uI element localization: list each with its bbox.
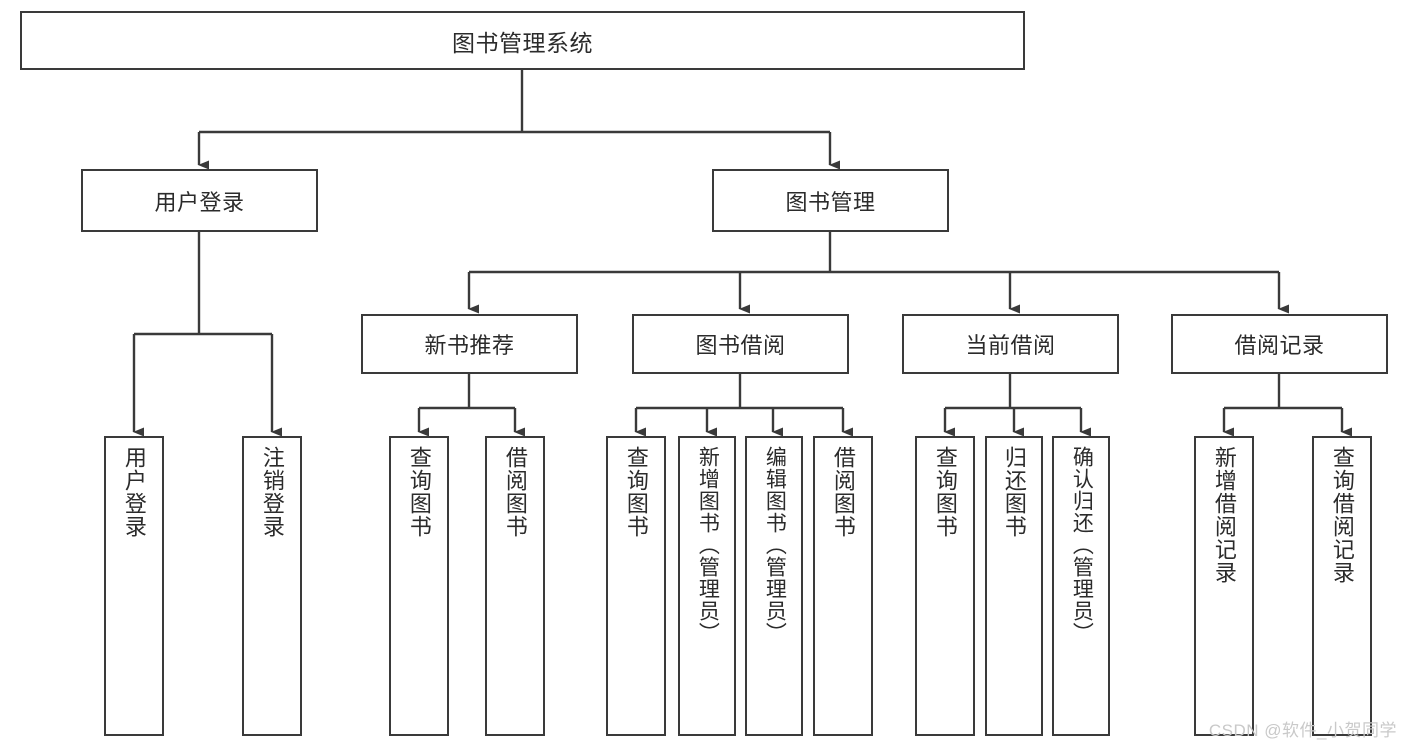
node-current-borrow[interactable]: 当前借阅 [902, 314, 1119, 374]
node-book-management[interactable]: 图书管理 [712, 169, 949, 232]
node-label: 查询图书 [623, 446, 649, 538]
node-label: 借阅图书 [502, 446, 528, 538]
node-label: 确认归还（管理员） [1070, 446, 1094, 644]
node-label: 查询借阅记录 [1329, 446, 1355, 584]
leaf-add-book-admin[interactable]: 新增图书（管理员） [678, 436, 736, 736]
node-new-book-recommend[interactable]: 新书推荐 [361, 314, 578, 374]
leaf-query-borrow-record[interactable]: 查询借阅记录 [1312, 436, 1372, 736]
node-borrow-record[interactable]: 借阅记录 [1171, 314, 1388, 374]
node-label: 用户登录 [121, 446, 147, 538]
leaf-confirm-return-admin[interactable]: 确认归还（管理员） [1052, 436, 1110, 736]
node-label: 当前借阅 [965, 333, 1056, 358]
leaf-query-book-current[interactable]: 查询图书 [915, 436, 975, 736]
node-label: 查询图书 [932, 446, 958, 538]
node-label: 查询图书 [406, 446, 432, 538]
node-label: 编辑图书（管理员） [763, 446, 787, 644]
node-user-login[interactable]: 用户登录 [81, 169, 318, 232]
node-label: 新增图书（管理员） [696, 446, 720, 644]
node-label: 归还图书 [1001, 446, 1027, 538]
leaf-user-login[interactable]: 用户登录 [104, 436, 164, 736]
node-label: 注销登录 [259, 446, 285, 538]
node-label: 图书管理系统 [452, 29, 593, 56]
node-label: 新书推荐 [424, 333, 515, 358]
node-book-borrow[interactable]: 图书借阅 [632, 314, 849, 374]
leaf-user-logout[interactable]: 注销登录 [242, 436, 302, 736]
leaf-return-book[interactable]: 归还图书 [985, 436, 1043, 736]
node-root-book-management-system[interactable]: 图书管理系统 [20, 11, 1025, 70]
leaf-add-borrow-record[interactable]: 新增借阅记录 [1194, 436, 1254, 736]
csdn-watermark: CSDN @软件_小贺同学 [1208, 721, 1397, 740]
leaf-query-book-borrow[interactable]: 查询图书 [606, 436, 666, 736]
node-label: 借阅图书 [830, 446, 856, 538]
leaf-query-book-new-book[interactable]: 查询图书 [389, 436, 449, 736]
node-label: 新增借阅记录 [1211, 446, 1237, 584]
leaf-borrow-book-borrow[interactable]: 借阅图书 [813, 436, 873, 736]
node-label: 借阅记录 [1234, 333, 1325, 358]
node-label: 图书借阅 [695, 333, 786, 358]
node-label: 用户登录 [154, 189, 245, 215]
leaf-edit-book-admin[interactable]: 编辑图书（管理员） [745, 436, 803, 736]
node-label: 图书管理 [785, 189, 876, 215]
leaf-borrow-book-new-book[interactable]: 借阅图书 [485, 436, 545, 736]
